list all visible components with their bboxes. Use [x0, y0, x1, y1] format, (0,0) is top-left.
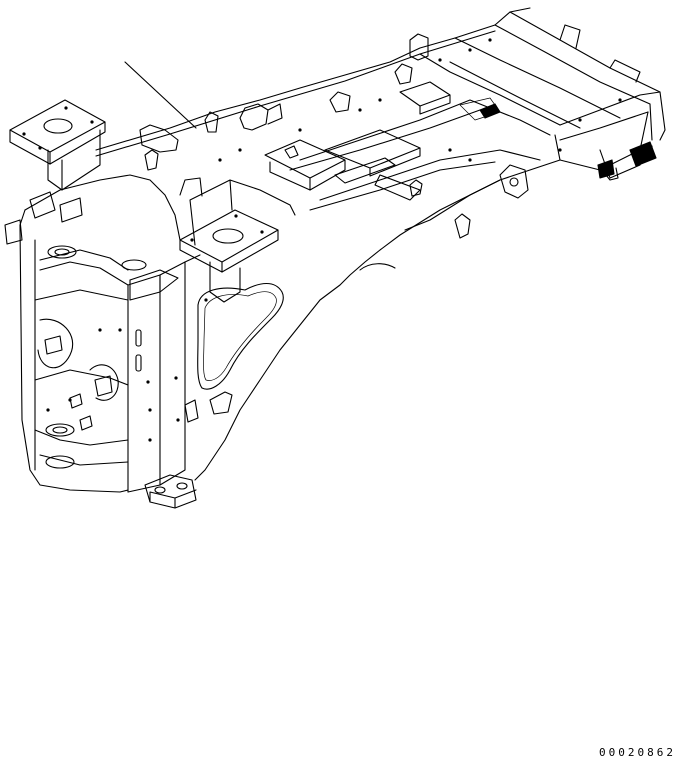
front-panel-details — [46, 298, 208, 442]
leader-line — [124, 61, 197, 129]
drawing-reference-number: 00020862 — [599, 746, 676, 759]
side-cutout — [197, 263, 396, 390]
rear-frame-rails — [95, 7, 666, 481]
bottom-foot — [144, 474, 197, 509]
front-top-mount — [9, 99, 106, 191]
rail-brackets — [139, 33, 529, 239]
articulation-mount — [179, 177, 296, 303]
rear-details — [218, 38, 657, 179]
front-frame-body — [4, 174, 201, 493]
lower-brackets — [184, 391, 233, 423]
center-crossmembers — [264, 81, 501, 201]
